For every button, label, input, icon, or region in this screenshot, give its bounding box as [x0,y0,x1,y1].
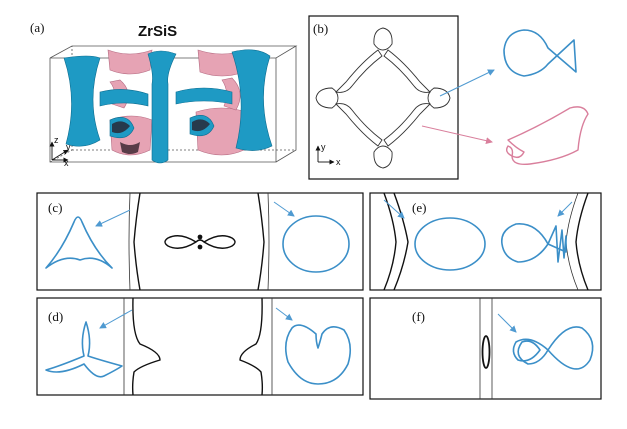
panel-label-f: (f) [412,309,425,324]
axes-b [315,145,335,165]
fs-pocket-c [164,235,236,249]
arrow-f [497,313,517,333]
arrow-e-right [557,201,573,217]
axes-a [49,141,69,163]
fs-sheet-e-left [383,192,397,291]
panel-b: (b) y x [308,15,589,180]
orbit-b-blue [503,29,577,77]
panel-d-frame [36,297,364,396]
orbit-c-circle [282,215,350,273]
arrow-b-pink [421,125,493,145]
arrow-d-left [99,309,133,329]
fermi-surface-blue [63,49,273,164]
brillouin-box [49,45,298,163]
orbit-b-pink-loop [505,145,514,157]
arrow-c-right [273,201,295,217]
fs-sheet-d-right [239,297,264,396]
arrow-e-left [383,199,405,219]
panel-label-d: (d) [48,309,63,324]
arrow-c-left [95,209,131,227]
fermi-surface-shading [112,119,210,154]
panel-a: (a) ZrSiS [30,20,298,168]
orbit-e-oval [414,217,486,271]
fs-sheet-c-left [133,192,141,291]
axis-label-y-a: y [66,142,71,152]
fs-sheet-c-left-thin [128,192,131,291]
panel-f: (f) [369,297,602,400]
fs-pocket-f [481,335,491,369]
fs-sheet-e-left-2 [393,192,409,291]
axis-label-x-a: x [64,158,69,168]
orbit-e-fish [500,223,549,263]
fs-sheet-d-left [131,297,161,396]
orbit-b-pink [507,106,589,166]
panel-e-frame [369,192,602,291]
panel-c: (c) [36,192,364,291]
figure-title: ZrSiS [138,23,177,40]
orbit-f-butterfly [512,326,594,370]
fs-dot-c-top [197,234,203,240]
fs-dot-c-bottom [197,244,203,250]
orbit-c-triangle [45,216,113,269]
arrow-d-right [275,307,293,321]
orbit-d-trefoil [45,321,123,378]
panel-label-b: (b) [313,21,328,36]
orbit-d-heart [284,324,352,385]
panel-label-a: (a) [30,20,44,35]
fs-sheet-e-right [575,192,589,291]
panel-c-frame [36,192,364,291]
axis-label-y-b: y [321,142,326,152]
fs-cross-section-b [315,27,451,169]
panel-b-frame [308,15,459,180]
fs-sheet-c-right [257,192,265,291]
arrow-b-blue [439,69,495,97]
axis-label-x-b: x [336,157,341,167]
axis-label-z-a: z [54,135,59,145]
panel-d: (d) [36,297,364,396]
panel-label-c: (c) [48,200,62,215]
panel-f-frame [369,297,602,400]
fs-sheet-c-right-thin [267,192,270,291]
panel-label-e: (e) [412,200,426,215]
orbit-e-tail [547,225,567,263]
panel-e: (e) [369,192,602,291]
